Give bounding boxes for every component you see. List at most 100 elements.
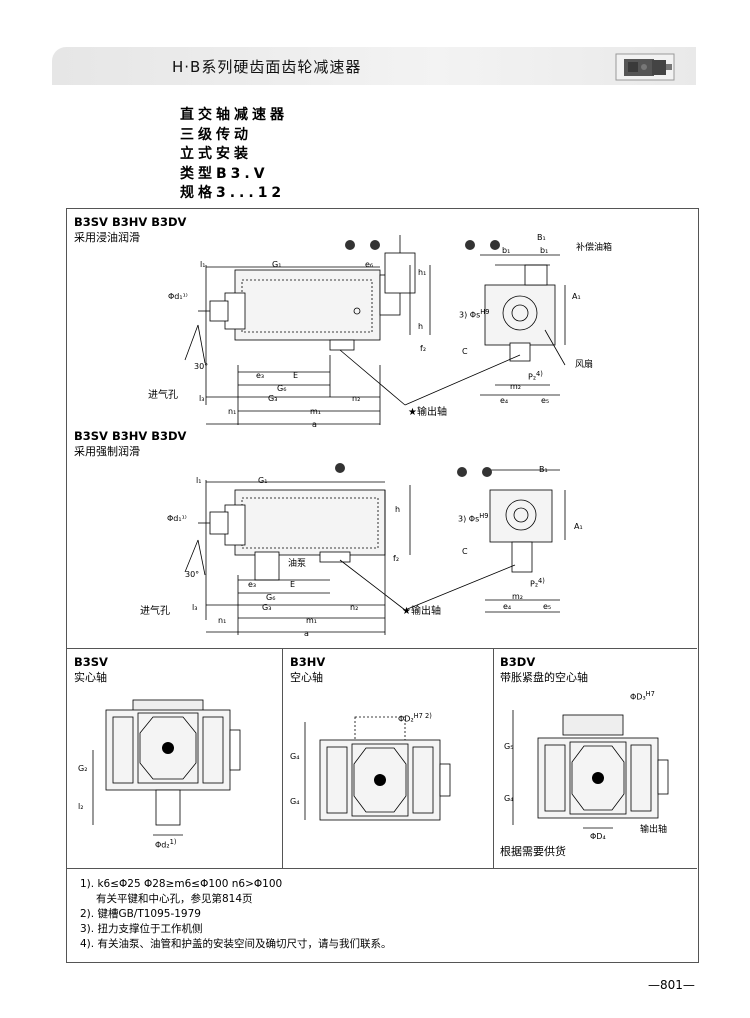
dim-P2: P₂4) bbox=[528, 370, 543, 382]
dim-n1-2: n₁ bbox=[218, 616, 227, 625]
dim-e5-2: e₅ bbox=[543, 602, 552, 611]
dim-e3-2: e₃ bbox=[248, 580, 257, 589]
dim-E-2: E bbox=[290, 580, 296, 589]
dim-D4: ΦD₄ bbox=[590, 832, 606, 841]
spec-list: 直交轴减速器 三级传动 立式安装 类型B3.V 规格3...12 bbox=[180, 106, 288, 204]
drawing-forced-lubrication bbox=[184, 463, 566, 635]
footnote: 2). 键槽GB/T1095-1979 bbox=[80, 908, 201, 920]
dim-d2-sv: Φd₂1) bbox=[155, 838, 177, 850]
section2-heading: B3SV B3HV B3DV bbox=[74, 429, 187, 443]
dim-G5: G₅ bbox=[504, 742, 514, 751]
dim-e4: e₄ bbox=[500, 396, 509, 405]
header-bar: H·B系列硬齿面齿轮减速器 bbox=[52, 47, 696, 85]
footnote: 1). k6≤Φ25 Φ28≥m6≤Φ100 n6>Φ100 bbox=[80, 878, 283, 890]
dim-D2-hv: ΦD₂H7 2) bbox=[398, 712, 432, 724]
panel-b3sv-title: B3SV bbox=[74, 655, 108, 669]
fan-label: 风扇 bbox=[575, 360, 594, 370]
dim-d1-2: Φd₁¹⁾ bbox=[167, 514, 187, 523]
dim-G6-2: G₆ bbox=[266, 593, 276, 602]
dim-h1: h₁ bbox=[418, 268, 427, 277]
dim-G3: G₃ bbox=[268, 394, 278, 403]
output-shaft-label-dv: 输出轴 bbox=[640, 825, 668, 835]
dim-n1: n₁ bbox=[228, 407, 237, 416]
dim-n2: n₂ bbox=[352, 394, 361, 403]
dim-s: 3) ΦsH9 bbox=[459, 308, 490, 320]
drawing-oil-bath bbox=[184, 235, 566, 425]
panel-b3dv-subtitle: 带胀紧盘的空心轴 bbox=[500, 671, 588, 684]
spec-item: 三级传动 bbox=[180, 126, 252, 143]
panel-b3hv-title: B3HV bbox=[290, 655, 326, 669]
dim-l1: l₁ bbox=[200, 260, 206, 269]
panel-divider-v1 bbox=[282, 648, 283, 868]
dim-m2-2: m₂ bbox=[512, 592, 523, 601]
panel-b3hv-subtitle: 空心轴 bbox=[290, 671, 323, 684]
dim-E: E bbox=[293, 371, 299, 380]
dim-G1-2: G₁ bbox=[258, 476, 268, 485]
dim-B1: B₁ bbox=[537, 233, 546, 242]
dim-G1: G₁ bbox=[272, 260, 282, 269]
section1-subtitle: 采用浸油润滑 bbox=[74, 231, 140, 244]
dim-B1-2: B₁ bbox=[539, 465, 548, 474]
dim-m1-2: m₁ bbox=[306, 616, 317, 625]
drawing-frame bbox=[66, 208, 699, 963]
dim-G4-hv-b: G₄ bbox=[290, 797, 300, 806]
dim-d1: Φd₁¹⁾ bbox=[168, 292, 188, 301]
spec-item: 规格3...12 bbox=[180, 185, 286, 201]
panel-divider-top bbox=[66, 648, 697, 649]
dim-l1-2: l₁ bbox=[196, 476, 202, 485]
page-number: —801— bbox=[648, 978, 695, 992]
spec-item: 类型B3.V bbox=[180, 165, 269, 182]
dim-e4-2: e₄ bbox=[503, 602, 512, 611]
panel-b3dv-note: 根据需要供货 bbox=[500, 845, 566, 858]
dim-a-2: a bbox=[304, 629, 309, 638]
dim-G3-2: G₃ bbox=[262, 603, 272, 612]
footnote: 4). 有关油泵、油管和护盖的安装空间及确切尺寸，请与我们联系。 bbox=[80, 938, 392, 950]
dim-D3: ΦD₃H7 bbox=[630, 690, 655, 702]
drawing-b3hv bbox=[304, 716, 451, 821]
dim-G4-hv-a: G₄ bbox=[290, 752, 300, 761]
dim-A1: A₁ bbox=[572, 292, 581, 301]
dim-m1: m₁ bbox=[310, 407, 321, 416]
section1-heading: B3SV B3HV B3DV bbox=[74, 215, 187, 229]
dim-l3: l₃ bbox=[199, 394, 205, 403]
air-hole-label: 进气孔 bbox=[148, 390, 178, 401]
output-shaft-label-2: ★输出轴 bbox=[402, 606, 441, 617]
spec-item: 立式安装 bbox=[180, 146, 252, 162]
dim-a: a bbox=[312, 420, 317, 429]
dim-l2: l₂ bbox=[78, 802, 84, 811]
footnote: 有关平键和中心孔，参见第814页 bbox=[96, 893, 253, 905]
dim-A1-2: A₁ bbox=[574, 522, 583, 531]
footnote: 3). 扭力支撑位于工作机侧 bbox=[80, 923, 203, 935]
panel-b3dv-title: B3DV bbox=[500, 655, 536, 669]
header-title: H·B系列硬齿面齿轮减速器 bbox=[172, 58, 362, 76]
dim-l3-2: l₃ bbox=[192, 603, 198, 612]
dim-n2-2: n₂ bbox=[350, 603, 359, 612]
dim-e6: e₆ bbox=[365, 260, 374, 269]
dim-b1: b₁ bbox=[502, 246, 511, 255]
drawing-b3dv bbox=[512, 710, 669, 829]
dim-G6: G₆ bbox=[277, 384, 287, 393]
dim-f2-2: f₂ bbox=[393, 554, 400, 563]
spec-item: 直交轴减速器 bbox=[180, 107, 288, 123]
panel-divider-v2 bbox=[493, 648, 494, 868]
compensation-tank-label: 补偿油箱 bbox=[576, 243, 613, 253]
dim-f2: f₂ bbox=[420, 344, 427, 353]
drawing-b3sv bbox=[92, 699, 241, 836]
dim-G4-dv: G₄ bbox=[504, 794, 514, 803]
dim-m2: m₂ bbox=[510, 382, 521, 391]
dim-C-2: C bbox=[462, 547, 468, 556]
dim-30deg: 30° bbox=[194, 362, 209, 371]
gearbox-thumbnail-icon bbox=[615, 53, 675, 81]
dim-h: h bbox=[418, 322, 424, 331]
dim-e5: e₅ bbox=[541, 396, 550, 405]
section2-subtitle: 采用强制润滑 bbox=[74, 445, 140, 458]
dim-C: C bbox=[462, 347, 468, 356]
panel-divider-bottom bbox=[66, 868, 697, 869]
dim-30deg-2: 30° bbox=[185, 570, 200, 579]
footnotes: 1). k6≤Φ25 Φ28≥m6≤Φ100 n6>Φ100 有关平键和中心孔，… bbox=[80, 877, 391, 952]
panel-b3sv-subtitle: 实心轴 bbox=[74, 671, 107, 684]
output-shaft-label: ★输出轴 bbox=[408, 407, 447, 418]
dim-e3: e₃ bbox=[256, 371, 265, 380]
air-hole-label-2: 进气孔 bbox=[140, 606, 170, 617]
dim-P2-2: P₂4) bbox=[530, 577, 545, 589]
